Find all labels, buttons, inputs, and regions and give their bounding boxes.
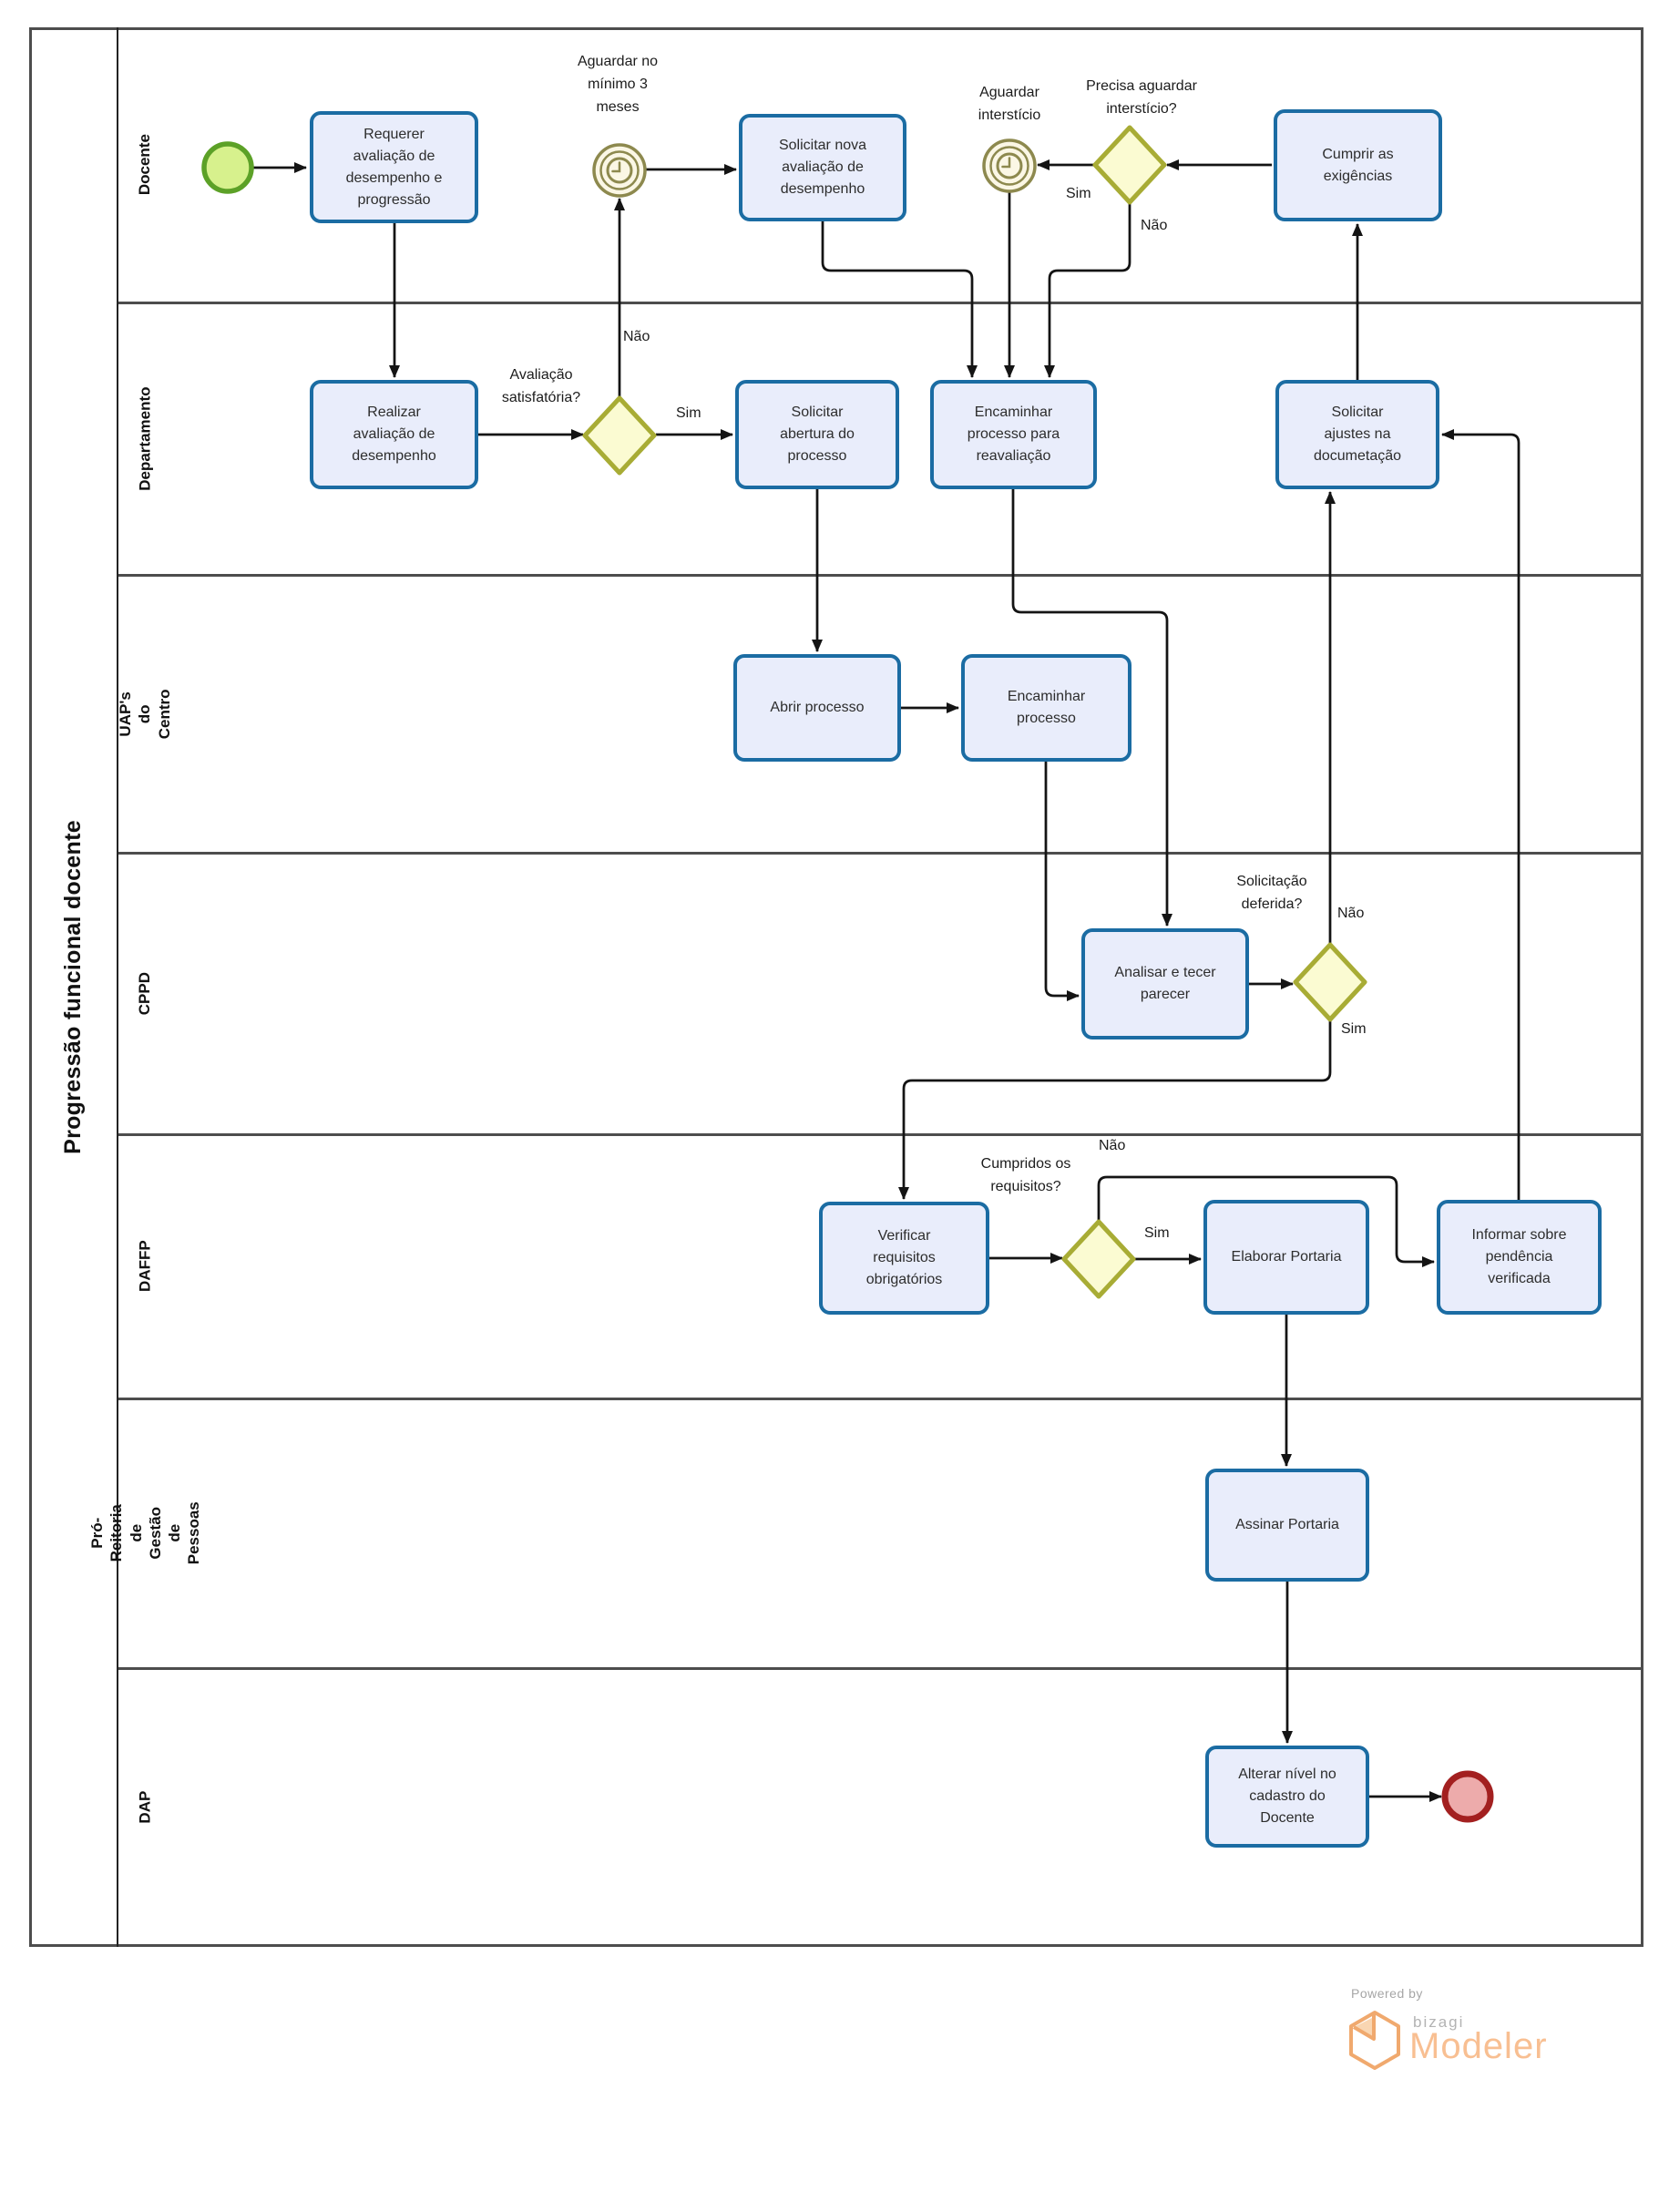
flow-label-nao: Não bbox=[623, 329, 650, 344]
bizagi-wordmark: bizagi bbox=[1413, 2013, 1465, 2031]
task-label: Assinar Portaria bbox=[1235, 1517, 1339, 1532]
flow-label-nao: Não bbox=[1337, 906, 1365, 921]
task-abrir-processo[interactable]: Abrir processo bbox=[733, 654, 901, 762]
gateway-solicitacao-deferida[interactable] bbox=[1293, 942, 1367, 1022]
task-encaminhar-reavaliacao[interactable]: Encaminhar processo para reavaliação bbox=[930, 380, 1097, 489]
task-label: Abrir processo bbox=[770, 700, 865, 715]
lane-divider bbox=[118, 574, 1642, 577]
flow-label-nao: Não bbox=[1141, 218, 1168, 233]
pool-frame bbox=[29, 27, 1643, 1947]
lane-divider bbox=[118, 1667, 1642, 1670]
sequence-flow[interactable] bbox=[1097, 1175, 1435, 1267]
gateway-question: Cumpridos os requisitos? bbox=[980, 1156, 1071, 1194]
task-label: Verificar requisitos obrigatórios bbox=[865, 1228, 943, 1287]
powered-by-text: Powered by bbox=[1351, 1986, 1423, 2001]
task-label: Informar sobre pendência verificada bbox=[1471, 1227, 1567, 1286]
flow-label-sim: Sim bbox=[1144, 1225, 1170, 1241]
task-assinar-portaria[interactable]: Assinar Portaria bbox=[1205, 1469, 1369, 1582]
flow-label-sim: Sim bbox=[1341, 1021, 1367, 1037]
task-label: Solicitar ajustes na documetação bbox=[1313, 405, 1402, 464]
gateway-precisa-aguardar-intersticio[interactable] bbox=[1092, 125, 1167, 205]
gateway-avaliacao-satisfatoria[interactable] bbox=[582, 395, 657, 476]
task-realizar-avaliacao[interactable]: Realizar avaliação de desempenho bbox=[310, 380, 478, 489]
gateway-question: Precisa aguardar interstício? bbox=[1086, 78, 1197, 117]
task-label: Elaborar Portaria bbox=[1231, 1249, 1342, 1265]
task-label: Alterar nível no cadastro do Docente bbox=[1238, 1767, 1336, 1826]
task-label: Realizar avaliação de desempenho bbox=[352, 405, 436, 464]
task-solicitar-nova-avaliacao[interactable]: Solicitar nova avaliação de desempenho bbox=[739, 114, 906, 221]
timer-label: Aguardar no mínimo 3 meses bbox=[577, 54, 659, 115]
lane-divider bbox=[118, 1398, 1642, 1400]
bizagi-hexagon-icon bbox=[1348, 2010, 1401, 2076]
task-verificar-requisitos[interactable]: Verificar requisitos obrigatórios bbox=[819, 1202, 989, 1315]
flow-label-nao: Não bbox=[1099, 1138, 1126, 1153]
gateway-cumpridos-requisitos[interactable] bbox=[1061, 1219, 1136, 1299]
task-label: Cumprir as exigências bbox=[1322, 146, 1394, 184]
start-event-start[interactable] bbox=[201, 141, 254, 194]
task-elaborar-portaria[interactable]: Elaborar Portaria bbox=[1203, 1200, 1369, 1315]
modeler-wordmark: Modeler bbox=[1409, 2026, 1548, 2066]
timer-label: Aguardar interstício bbox=[978, 85, 1041, 123]
lane-divider bbox=[118, 302, 1642, 304]
sequence-flow[interactable] bbox=[821, 221, 978, 378]
task-alterar-nivel[interactable]: Alterar nível no cadastro do Docente bbox=[1205, 1746, 1369, 1848]
task-label: Encaminhar processo para reavaliação bbox=[967, 405, 1060, 464]
task-encaminhar-processo[interactable]: Encaminhar processo bbox=[961, 654, 1131, 762]
task-informar-pendencia[interactable]: Informar sobre pendência verificada bbox=[1437, 1200, 1602, 1315]
task-label: Encaminhar processo bbox=[1007, 689, 1086, 726]
task-analisar-parecer[interactable]: Analisar e tecer parecer bbox=[1081, 928, 1249, 1039]
flow-label-sim: Sim bbox=[1066, 186, 1091, 201]
timer-event-timer-aguardar-3-meses[interactable] bbox=[592, 143, 647, 198]
timer-event-timer-aguardar-intersticio[interactable] bbox=[982, 138, 1037, 193]
task-label: Solicitar nova avaliação de desempenho bbox=[778, 138, 867, 197]
task-cumprir-exigencias[interactable]: Cumprir as exigências bbox=[1274, 109, 1442, 221]
lane-divider bbox=[118, 1133, 1642, 1136]
flow-label-sim: Sim bbox=[676, 405, 701, 421]
sequence-flow[interactable] bbox=[898, 1019, 1332, 1200]
task-label: Analisar e tecer parecer bbox=[1114, 965, 1216, 1002]
task-label: Solicitar abertura do processo bbox=[780, 405, 855, 464]
sequence-flow[interactable] bbox=[1044, 762, 1080, 1001]
end-event-end[interactable] bbox=[1441, 1770, 1494, 1823]
sequence-flow[interactable] bbox=[1011, 489, 1172, 927]
sequence-flow[interactable] bbox=[1044, 203, 1131, 378]
gateway-question: Avaliação satisfatória? bbox=[501, 367, 581, 405]
task-solicitar-abertura[interactable]: Solicitar abertura do processo bbox=[735, 380, 899, 489]
task-label: Requerer avaliação de desempenho e progr… bbox=[345, 126, 443, 208]
task-requerer-avaliacao[interactable]: Requerer avaliação de desempenho e progr… bbox=[310, 111, 478, 223]
sequence-flow[interactable] bbox=[1441, 429, 1521, 1200]
task-solicitar-ajustes[interactable]: Solicitar ajustes na documetação bbox=[1275, 380, 1439, 489]
gateway-question: Solicitação deferida? bbox=[1236, 874, 1307, 912]
pool-title-column: Progressão funcional docente bbox=[29, 27, 118, 1947]
lane-divider bbox=[118, 852, 1642, 855]
